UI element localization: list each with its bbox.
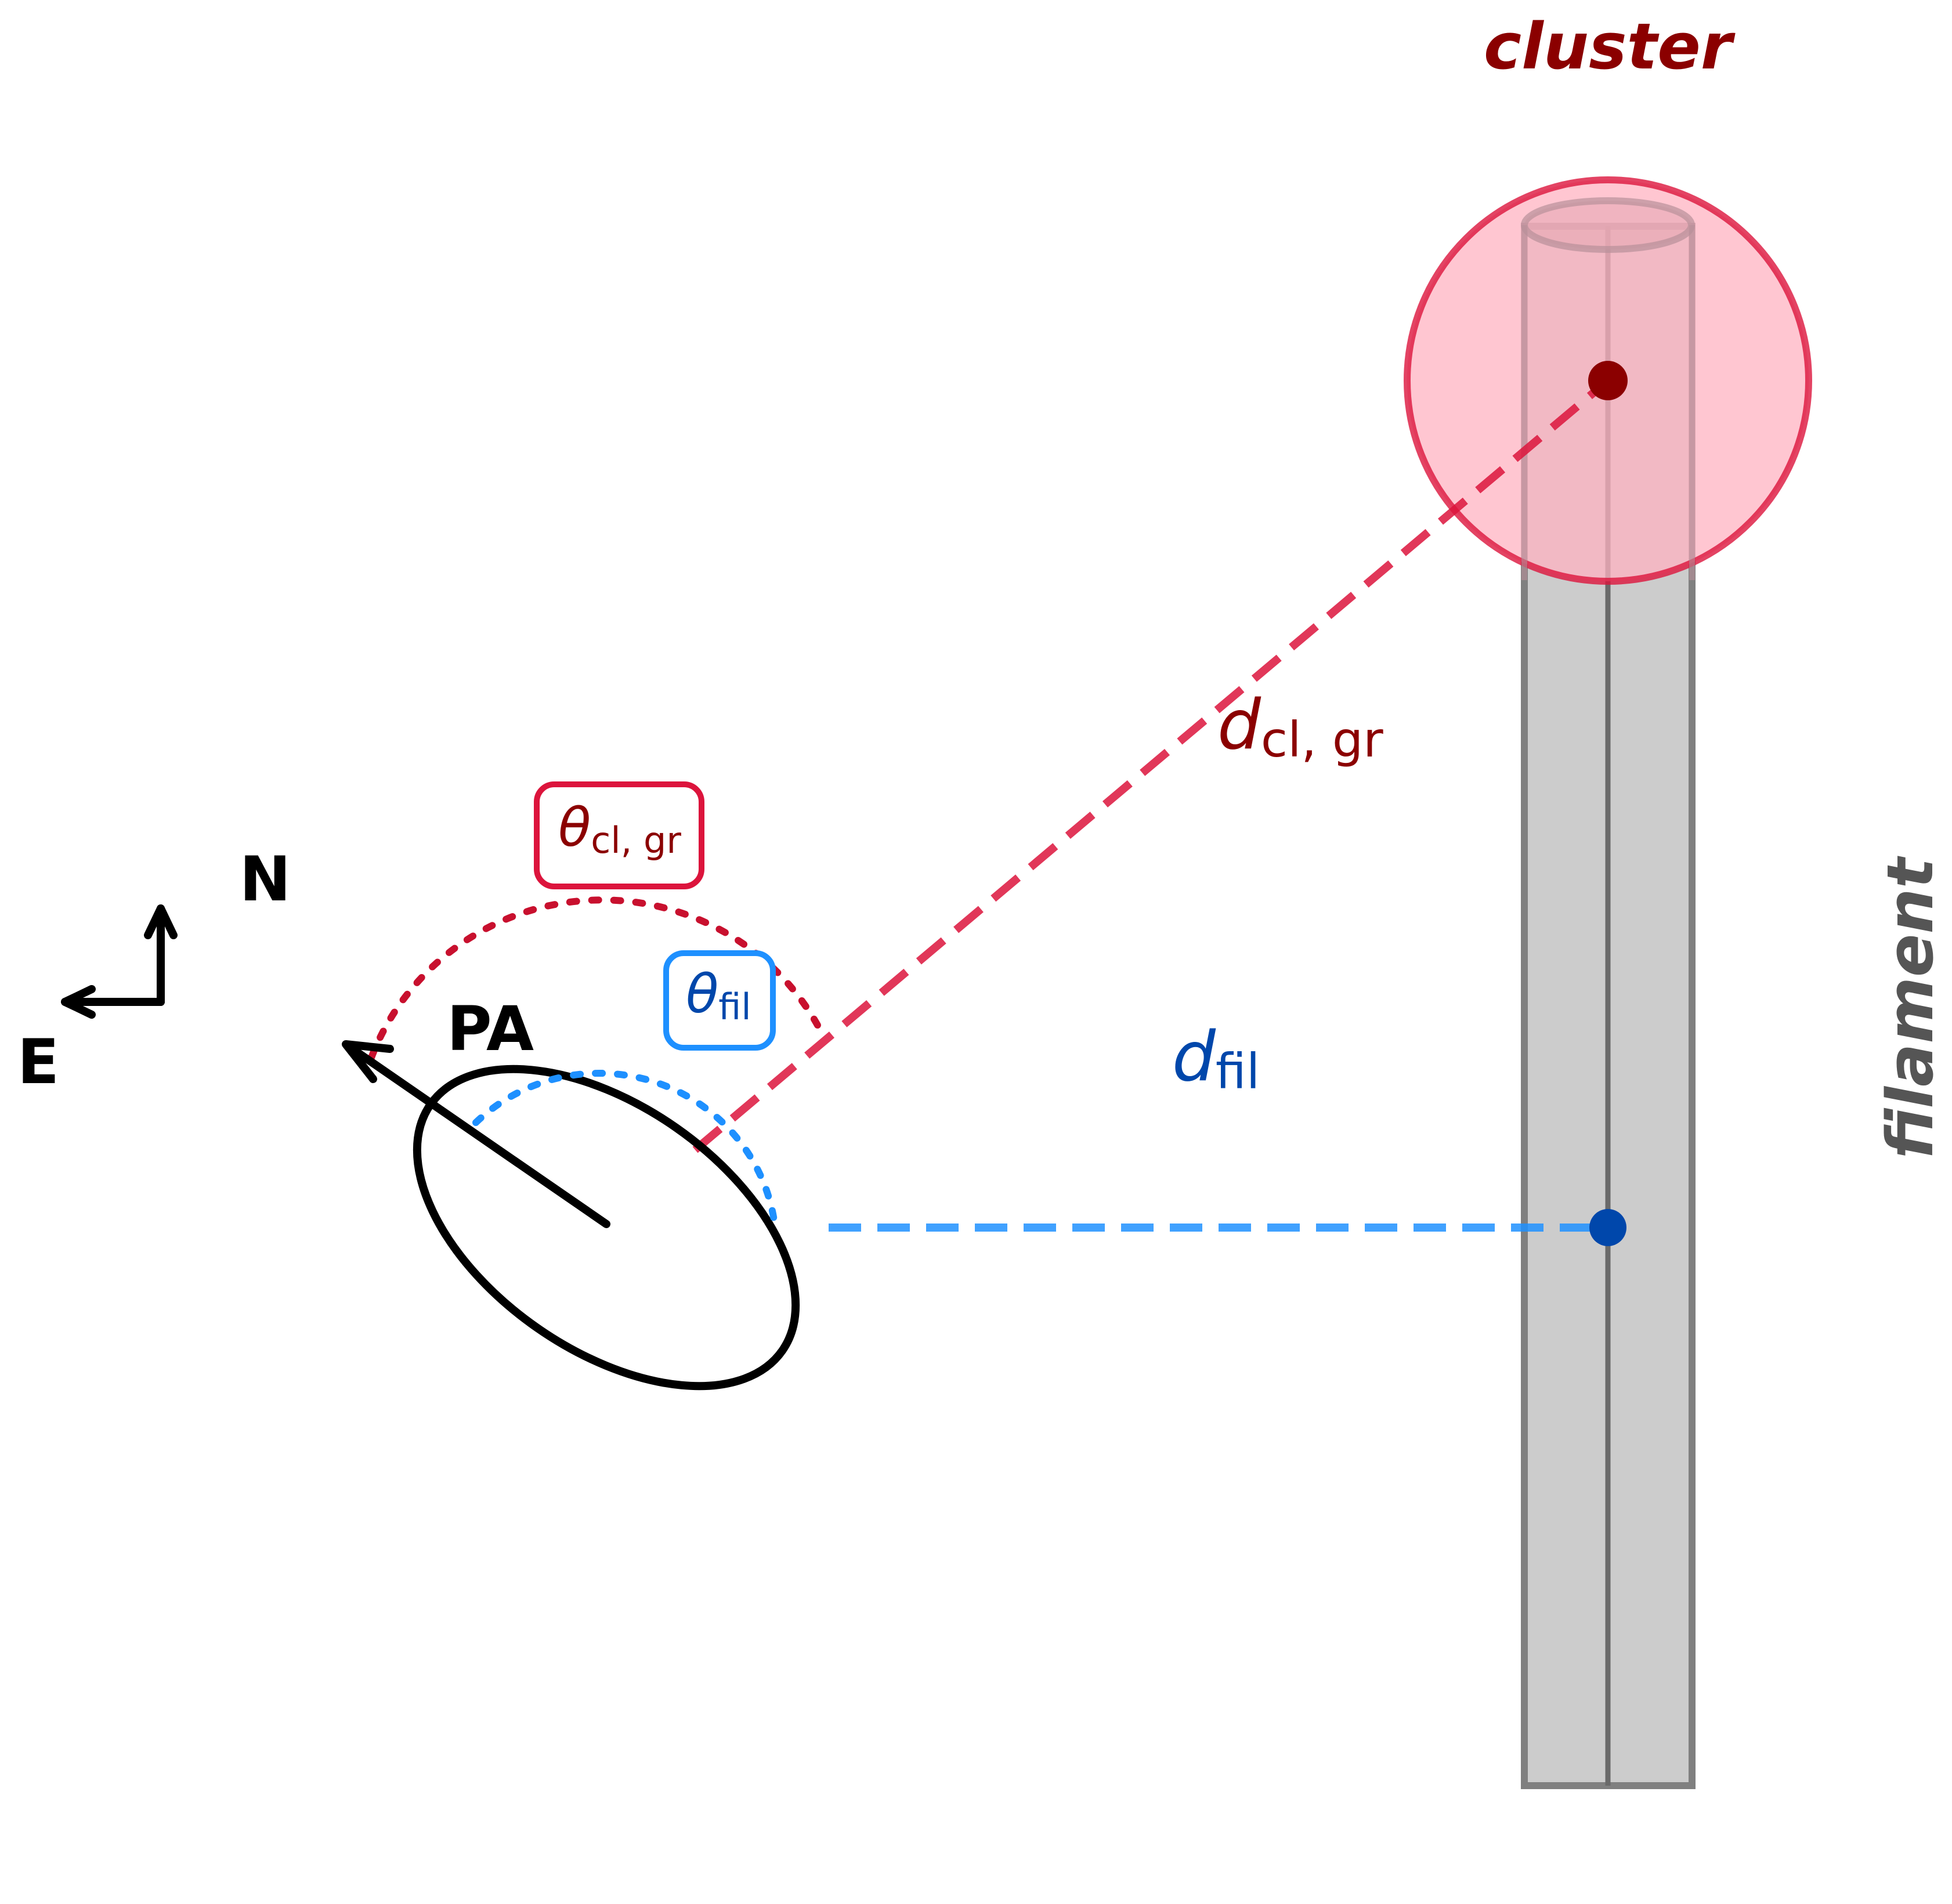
- compass-east-head: [61, 985, 96, 1019]
- pa-arrow-head: [342, 1040, 394, 1083]
- d-cluster-symbol: d: [1217, 685, 1261, 765]
- cluster-center-point: [1588, 361, 1628, 400]
- theta-cluster-subscript: cl, gr: [591, 819, 681, 861]
- filament-cylinder-cap: [1521, 197, 1695, 253]
- pa-arrow-shaft: [344, 1042, 610, 1228]
- d-filament-symbol: d: [1172, 1016, 1216, 1096]
- d-cluster-subscript: cl, gr: [1261, 711, 1383, 768]
- compass-north-head: [144, 904, 178, 939]
- theta-cluster-label: θcl, gr: [558, 797, 681, 861]
- cluster-label: cluster: [1484, 9, 1736, 84]
- filament-nearest-point: [1589, 1209, 1626, 1246]
- theta-cluster-symbol: θ: [558, 797, 591, 859]
- d-filament-label: dfil: [1172, 1016, 1260, 1100]
- cluster-distance-line: [692, 377, 1611, 1153]
- filament-label: filament: [1873, 856, 1947, 1159]
- theta-filament-symbol: θ: [686, 963, 718, 1025]
- pa-label: PA: [447, 993, 534, 1065]
- theta-filament-subscript: fil: [718, 986, 751, 1028]
- theta-filament-label: θfil: [686, 963, 751, 1028]
- d-cluster-label: dcl, gr: [1217, 685, 1383, 768]
- compass-north-label: N: [240, 844, 291, 915]
- compass-east-label: E: [17, 1026, 59, 1098]
- d-filament-subscript: fil: [1216, 1043, 1260, 1100]
- theta-filament-arc: [472, 1070, 778, 1228]
- theta-filament-box: [663, 950, 776, 1051]
- theta-cluster-box: [534, 781, 704, 889]
